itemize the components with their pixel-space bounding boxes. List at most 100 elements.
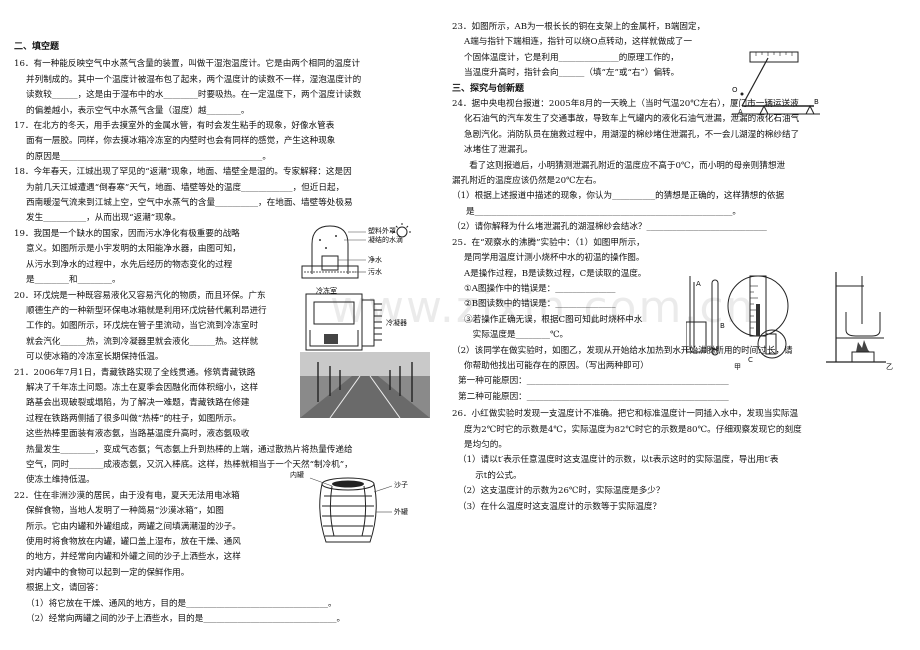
q25-line: ①A图操作中的错误是：______________ (464, 283, 616, 294)
q16-line: 16．有一种能反映空气中水蒸气含量的装置，叫做干湿泡温度计。它是由两个相同的温度… (14, 59, 361, 70)
q22-line: 22．住在非洲沙漠的居民，由于没有电，夏天无法用电冰箱 (14, 490, 240, 501)
fig23-label-b: B (814, 98, 819, 106)
question-19: 19．我国是一个缺水的国家，因而污水净化有极重要的战略 意义。如图所示是小宇发明… (14, 227, 294, 289)
q20-line: 就会汽化______热，流到冷凝器里就会液化______热。这样就 (26, 336, 259, 347)
q25-line: 你帮助他找出可能存在的原因。（写出两种即可） (464, 360, 649, 371)
q17-line: 17．在北方的冬天，用手去摸室外的金属水管，有时会发生粘手的现象，好像水管表 (14, 121, 335, 132)
q26-line: （2）这支温度计的示数为26℃时，实际温度是多少？ (458, 486, 665, 497)
section-title-fill-blank: 二、填空题 (14, 42, 60, 52)
q16-line: 并列制成的。其中一个温度计被湿布包了起来，两个温度计的读数不一样，湿泡温度计的 (26, 74, 362, 85)
q24-line: 漏孔附近的温度应该仍然是20℃左右。 (452, 176, 602, 187)
figure-solid-thermometer: O A B (728, 48, 824, 120)
q21-line: 过程在铁路两侧插了很多叫做“热棒”的柱子，如图所示。 (26, 413, 242, 424)
q22-line: （1）将它放在干燥、通风的地方，目的是_____________________… (26, 598, 337, 609)
q17-line: 的原因是____________________________________… (26, 151, 271, 162)
q25-line: 是同学用温度计测小烧杯中水的初温的操作图。 (464, 253, 645, 264)
q26-line: （1）请以t′表示任意温度时这支温度计的示数，以t表示这时的实际温度，导出用t′… (458, 455, 779, 466)
q20-line: 可以使冰箱的冷冻室长期保持低温。 (26, 352, 164, 363)
q23-line: 个固体温度计，它是利用______________的原理工作的， (464, 52, 679, 63)
q19-line: 19．我国是一个缺水的国家，因而污水净化有极重要的战略 (14, 228, 240, 239)
figure-refrigerator: 冷冻室 冷凝器 (300, 287, 430, 352)
fig25-label-a: A (696, 280, 701, 288)
q25-line: 实际温度是________℃。 (464, 330, 569, 341)
q21-line: 路基会出现破裂或塌陷，为了解决一难题，青藏铁路在修建 (26, 398, 250, 409)
q19-line: 是________和________。 (26, 275, 121, 286)
q21-line: 热量发生________，变成气态氨；气态氨上升到热棒的上端，通过散热片将热量传… (26, 444, 353, 455)
q21-line: 空气，同时________成液态氨，又沉入棒底。这样，热棒就相当于一个天然“制冷… (26, 459, 353, 470)
figure-railway (300, 352, 430, 418)
q24-line: （2）请你解释为什么堵泄漏孔的湖湿棉纱会结冰？_________________… (452, 222, 767, 233)
q19-line: 从污水到净水的过程中，水先后经历的物态变化的过程 (26, 259, 233, 270)
q16-line: 的偏差越小，表示空气中水蒸气含量（湿度）越________。 (26, 105, 250, 116)
q19-line: 意义。如图所示是小宇发明的太阳能净水器，由图可知， (26, 244, 241, 255)
question-22: 22．住在非洲沙漠的居民，由于没有电，夏天无法用电冰箱 保鲜食物，当地人发明了一… (14, 489, 432, 628)
q17-line: 面有一层胶。同样，你去摸冰箱冷冻室的内壁时也会有同样的感觉，产生这种现象 (26, 136, 336, 147)
q26-line: 26．小红做实验时发现一支温度计不准确。把它和标准温度计一同插入水中，发现当实际… (452, 409, 799, 420)
left-column: 二、填空题 16．有一种能反映空气中水蒸气含量的装置，叫做干湿泡温度计。它是由两… (14, 40, 432, 627)
fig20-label: 冷冻室 (316, 287, 337, 295)
q20-line: 工作的。如图所示，环戊烷在管子里流动，当它流到冷冻室时 (26, 321, 259, 332)
q22-line: 对内罐中的食物可以起到一定的保鲜作用。 (26, 567, 190, 578)
fig23-label-a: A (738, 108, 743, 116)
q18-line: 西南暖湿气流来到江城上空，空气中水蒸气的含量__________，在地面、墙壁等… (26, 198, 353, 209)
fig19-label: 塑料外罩 (368, 227, 396, 235)
q24-line: 是_______________________________________… (466, 206, 742, 217)
fig22-label: 内罐 (290, 471, 304, 479)
section-title-inquiry: 三、探究与创新题 (452, 83, 525, 94)
q25-line: A是操作过程，B是读数过程，C是读取的温度。 (464, 268, 647, 279)
q18-line: 18．今年春天，江城出现了罕见的“返潮”现象，地面、墙壁全是湿的。专家解释：这是… (14, 167, 352, 178)
fig23-label-o: O (732, 86, 738, 94)
q22-line: 保鲜食物，当地人发明了一种简易“沙漠冰箱”，如图 (26, 506, 224, 517)
q25-line: 第一种可能原因：________________________________… (458, 376, 729, 387)
question-23: 23．如图所示，AB为一根长长的铜在支架上的金属杆，B端固定， A端与指针下端相… (452, 20, 742, 82)
fig25-label-jia: 甲 (734, 363, 741, 371)
q25-line: 25．在“观察水的沸腾”实验中：（1）如图甲所示， (452, 237, 645, 248)
q23-line: 当温度升高时，指针会向______（填“左”或“右”）偏转。 (464, 68, 680, 79)
q20-line: 20．环戊烷是一种既容易液化又容易汽化的物质，而且环保。广东 (14, 290, 266, 301)
figure-boiling-experiment: A B C 甲 乙 (686, 262, 908, 374)
q24-line: 冰堵住了泄漏孔。 (464, 145, 533, 156)
question-26: 26．小红做实验时发现一支温度计不准确。把它和标准温度计一同插入水中，发现当实际… (452, 407, 906, 515)
question-21: 21．2006年7月1日，青藏铁路实现了全线贯通。修筑青藏铁路 解决了千年冻土问… (14, 366, 432, 489)
q22-line: 所示。它由内罐和外罐组成，两罐之间填满潮湿的沙子。 (26, 521, 241, 532)
fig25-label-yi: 乙 (886, 363, 893, 371)
question-20: 20．环戊烷是一种既容易液化又容易汽化的物质，而且环保。广东 顺德生产的一种新型… (14, 289, 304, 366)
q23-line: A端与指针下端相连，指针可以绕O点转动，这样就做成了一 (464, 37, 693, 48)
q21-line: 使冻土维持低温。 (26, 475, 95, 486)
right-column: 23．如图所示，AB为一根长长的铜在支架上的金属杆，B端固定， A端与指针下端相… (452, 20, 906, 515)
q24-line: 化石油气的汽车发生了交通事故，导致车上气罐内的液化石油气泄漏，泄漏的液化石油气 (464, 114, 800, 125)
q26-line: 度为2℃时它的示数是4℃，实际温度为82℃时它的示数是80℃。仔细观察发现它的刻… (464, 424, 802, 435)
question-16: 16．有一种能反映空气中水蒸气含量的装置，叫做干湿泡温度计。它是由两个相同的温度… (14, 57, 432, 119)
q22-line: （2）经常向两罐之间的沙子上洒些水，目的是___________________… (26, 614, 346, 625)
question-25: 25．在“观察水的沸腾”实验中：（1）如图甲所示， 是同学用温度计测小烧杯中水的… (452, 236, 906, 405)
q20-line: 顺德生产的一种新型环保电冰箱就是利用环戊烷替代氟利昂进行 (26, 305, 267, 316)
q24-line: 看了这则报道后，小明猜测泄漏孔附近的温度应不高于0℃，而小明的母亲则猜想泄 (452, 160, 786, 171)
q22-line: 的地方，并经常向内罐和外罐之间的沙子上洒些水，这样 (26, 552, 241, 563)
q26-line: 是均匀的。 (464, 439, 507, 450)
q25-line: ③若操作正确无误，根据C图可知此时烧杯中水 (464, 314, 643, 325)
q21-line: 21．2006年7月1日，青藏铁路实现了全线贯通。修筑青藏铁路 (14, 367, 256, 378)
fig19-label: 污水 (368, 268, 382, 276)
q26-line: 示t的公式。 (458, 470, 522, 481)
fig19-label: 凝结的水滴 (368, 236, 403, 244)
fig25-label-c: C (748, 356, 753, 364)
q24-line: （1）根据上述报道中描述的现象，你认为__________的猜想是正确的，这样猜… (452, 191, 785, 202)
fig22-label: 沙子 (394, 481, 408, 489)
figure-solar-purifier: 塑料外罩 凝结的水滴 净水 污水 (292, 222, 432, 284)
question-18: 18．今年春天，江城出现了罕见的“返潮”现象，地面、墙壁全是湿的。专家解释：这是… (14, 165, 432, 227)
fig25-label-b: B (720, 322, 725, 330)
q24-line: 急剧汽化。消防队员在施救过程中，用湖湿的棉纱堵住泄漏孔，不一会儿湖湿的棉纱结了 (464, 129, 800, 140)
q26-line: （3）在什么温度时这支温度计的示数等于实际温度？ (458, 501, 662, 512)
q21-line: 这些热棒里面装有液态氨，当路基温度升高时，液态氨吸收 (26, 429, 250, 440)
q22-line: 使用时将食物放在内罐，罐口盖上湿布，放在干燥、通风 (26, 537, 241, 547)
q16-line: 读数较______，这是由于湿布中的水________时要吸热。在一定温度下，两… (26, 90, 362, 101)
q18-line: 发生__________，从而出现“返潮”现象。 (26, 213, 181, 224)
fig20-label: 冷凝器 (386, 319, 407, 327)
q25-line: 第二种可能原因：________________________________… (458, 391, 729, 402)
figure-desert-fridge: 内罐 沙子 外罐 (290, 471, 430, 550)
fig22-label: 外罐 (394, 508, 408, 516)
q18-line: 为前几天江城遭遇“倒春寒”天气，地面、墙壁等处的温度____________，但… (26, 182, 345, 193)
q22-line: 根据上文，请回答： (26, 583, 104, 594)
q23-line: 23．如图所示，AB为一根长长的铜在支架上的金属杆，B端固定， (452, 22, 706, 32)
question-17: 17．在北方的冬天，用手去摸室外的金属水管，有时会发生粘手的现象，好像水管表 面… (14, 119, 432, 165)
